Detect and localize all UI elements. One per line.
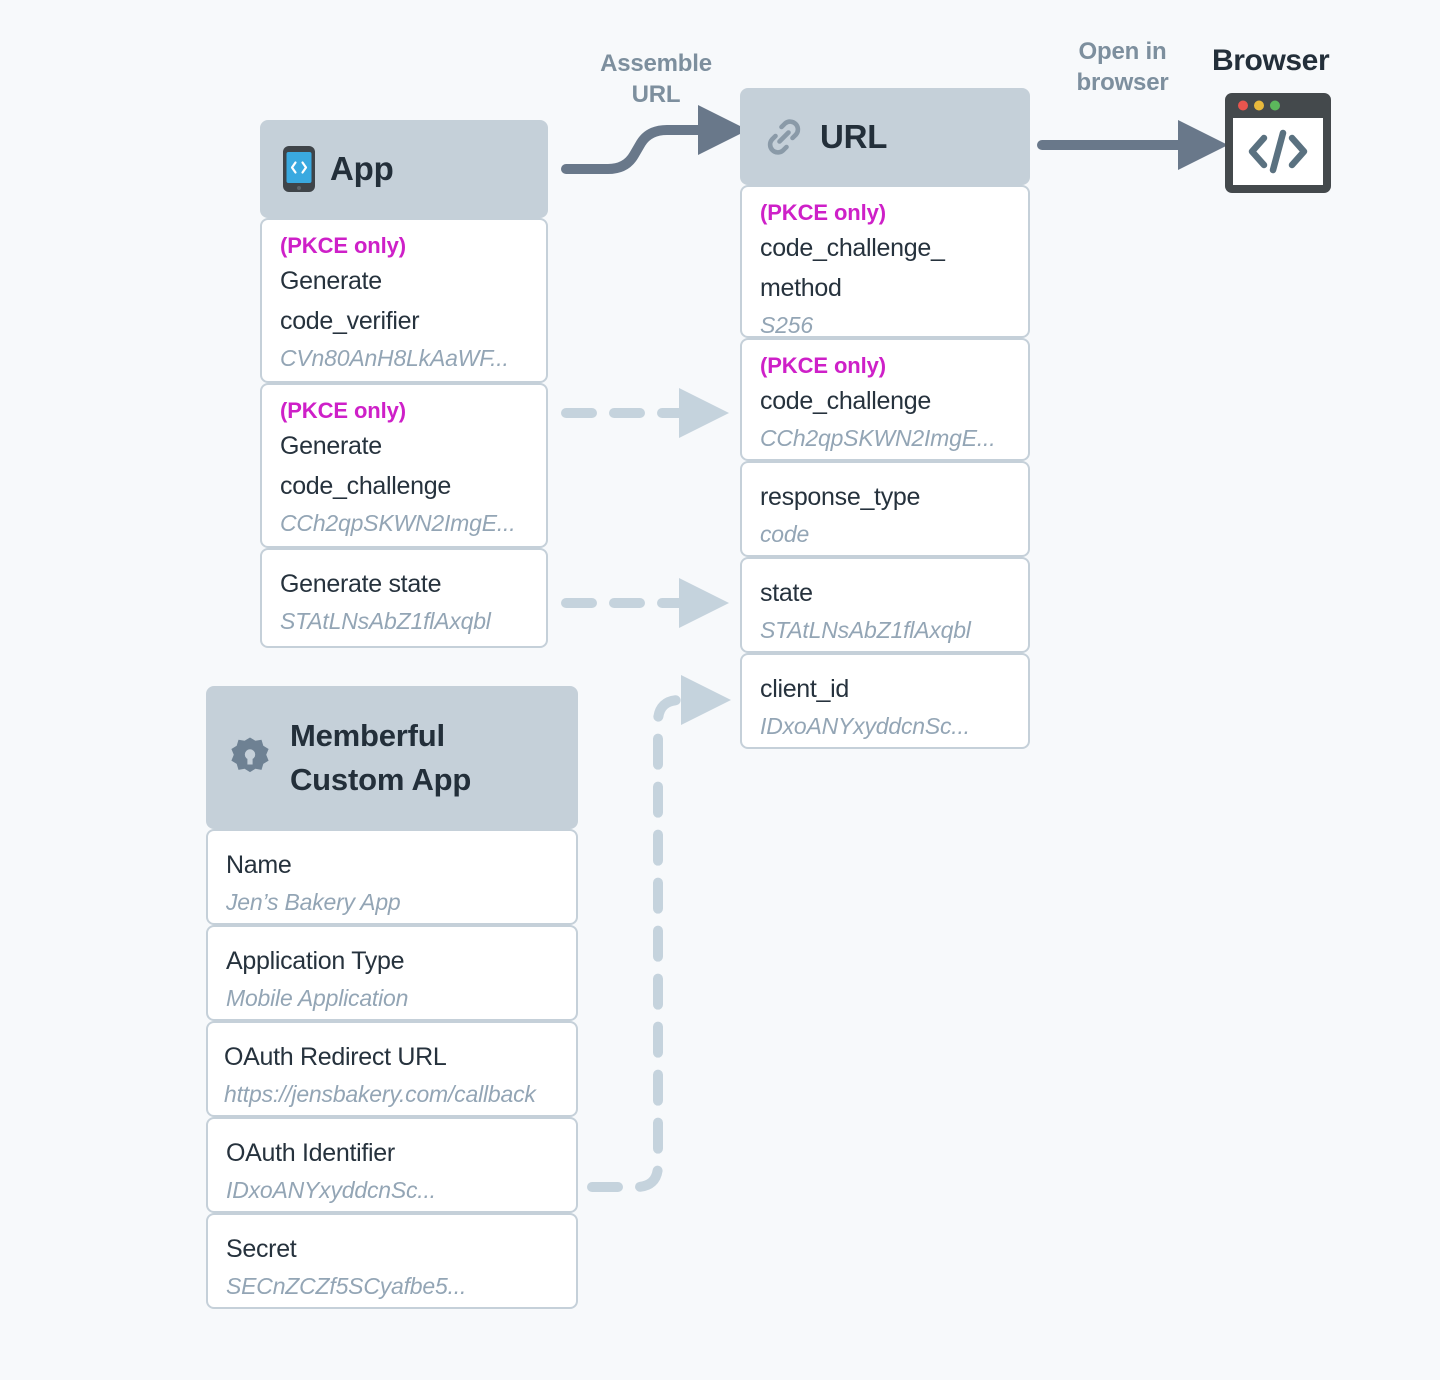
assemble-url-label-line2: URL [631,81,681,108]
arrow-assemble-url [561,105,748,174]
assemble-url-label-line1: Assemble [600,50,712,77]
row-key-line: code_verifier [280,307,420,335]
row-value: CVn80AnH8LkAaWF... [280,345,509,371]
row-value: Jen’s Bakery App [226,889,401,915]
row-value: https://jensbakery.com/callback [224,1081,536,1107]
row-value: CCh2qpSKWN2ImgE... [280,510,516,536]
row-key-line: OAuth Redirect URL [224,1043,447,1071]
pkce-badge: (PKCE only) [280,398,407,423]
pkce-badge: (PKCE only) [280,233,407,258]
row-value: S256 [760,312,813,338]
open-in-browser-label-line2: browser [1076,69,1169,96]
memberful-card-title-line2: Custom App [290,761,472,797]
row-value: STAtLNsAbZ1flAxqbl [760,617,971,643]
row-key-line: Name [226,851,292,879]
row-key-line: Application Type [226,947,405,975]
url-row-state: state STAtLNsAbZ1flAxqbl [740,557,1030,653]
url-row-response-type: response_type code [740,461,1030,557]
open-in-browser-label: Open in browser [1040,36,1205,98]
pkce-badge: (PKCE only) [760,353,887,378]
memberful-row-secret: Secret SECnZCZf5SCyafbe5... [206,1213,578,1309]
app-row-code-challenge: (PKCE only) Generate code_challenge CCh2… [260,383,548,548]
row-key-line: code_challenge [760,387,931,415]
app-card-header: App [260,120,548,218]
row-value: code [760,521,810,547]
row-key-line: code_challenge_ [760,234,945,262]
url-card: URL (PKCE only) code_challenge_ method S… [740,88,1030,749]
url-row-code-challenge-method: (PKCE only) code_challenge_ method S256 [740,185,1030,338]
row-key-line: Generate state [280,570,442,598]
url-card-title: URL [820,117,888,155]
row-key-line: state [760,579,813,607]
memberful-row-name: Name Jen’s Bakery App [206,829,578,925]
row-value: CCh2qpSKWN2ImgE... [760,425,996,451]
mobile-phone-code-icon [282,145,316,193]
row-key-line: method [760,274,842,302]
memberful-row-application-type: Application Type Mobile Application [206,925,578,1021]
browser-label: Browser [1212,44,1330,77]
memberful-card-title: Memberful Custom App [290,714,471,802]
row-key-line: response_type [760,483,921,511]
row-value: Mobile Application [226,985,409,1011]
row-value: IDxoANYxyddcnSc... [226,1177,436,1203]
assemble-url-label: Assemble URL [556,48,756,110]
row-value: SECnZCZf5SCyafbe5... [226,1273,467,1299]
row-key-line: Generate [280,267,382,295]
app-card-title: App [330,150,394,187]
open-in-browser-label-line1: Open in [1078,38,1167,65]
memberful-card-header: Memberful Custom App [206,686,578,829]
memberful-row-oauth-identifier: OAuth Identifier IDxoANYxyddcnSc... [206,1117,578,1213]
arrow-client-id-dashed [587,675,731,1192]
row-key-line: code_challenge [280,472,451,500]
app-row-code-verifier: (PKCE only) Generate code_verifier CVn80… [260,218,548,383]
browser-window-code-icon [1222,90,1334,196]
url-row-client-id: client_id IDxoANYxyddcnSc... [740,653,1030,749]
row-key-line: client_id [760,675,850,703]
pkce-badge: (PKCE only) [760,200,887,225]
row-key-line: Generate [280,432,382,460]
row-value: IDxoANYxyddcnSc... [760,713,970,739]
memberful-row-oauth-redirect-url: OAuth Redirect URL https://jensbakery.co… [206,1021,578,1117]
row-value: STAtLNsAbZ1flAxqbl [280,608,491,634]
url-row-code-challenge: (PKCE only) code_challenge CCh2qpSKWN2Im… [740,338,1030,461]
app-card: App (PKCE only) Generate code_verifier C… [260,120,548,648]
app-row-state: Generate state STAtLNsAbZ1flAxqbl [260,548,548,648]
url-card-header: URL [740,88,1030,185]
link-chain-icon [762,115,806,159]
memberful-custom-app-card: Memberful Custom App Name Jen’s Bakery A… [206,686,578,1309]
row-key-line: OAuth Identifier [226,1139,395,1167]
memberful-card-title-line1: Memberful [290,717,445,753]
gear-icon [226,734,274,782]
row-key-line: Secret [226,1235,297,1263]
